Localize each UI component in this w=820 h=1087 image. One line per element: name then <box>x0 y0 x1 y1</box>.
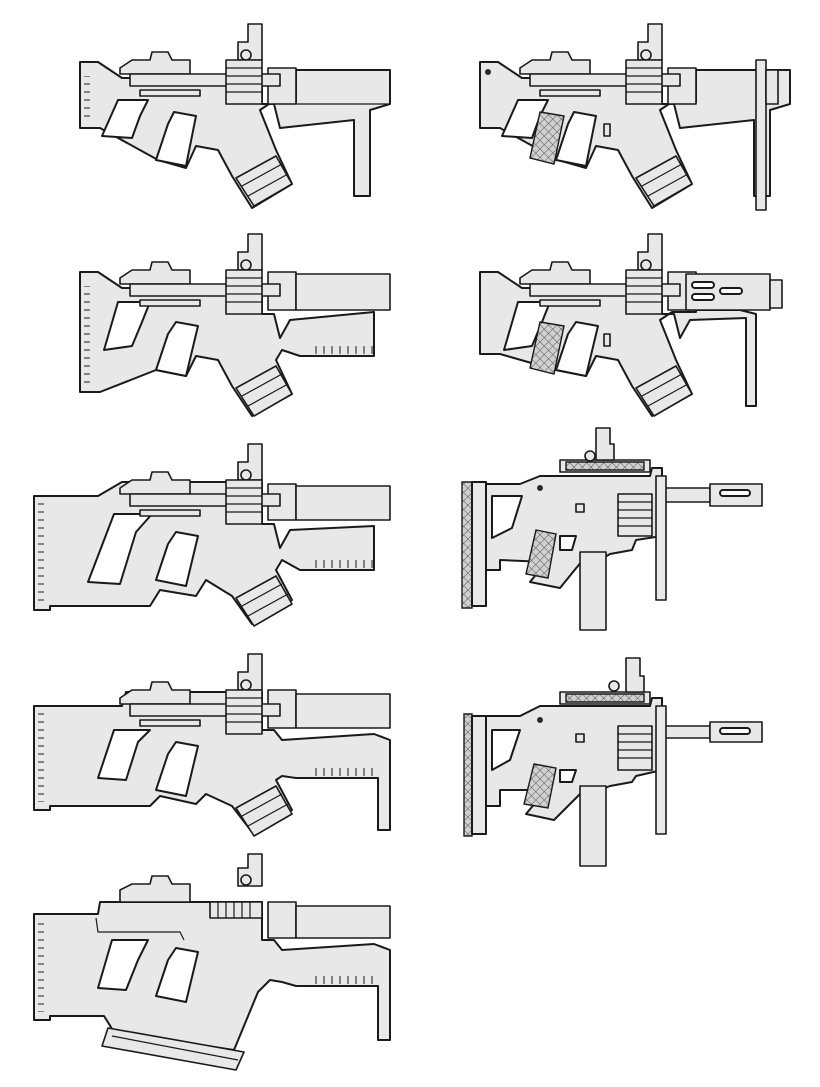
variant-6 <box>461 427 763 631</box>
variant-5 <box>33 443 391 627</box>
variant-4 <box>479 233 783 417</box>
variant-3 <box>79 233 391 417</box>
variant-8 <box>463 657 763 867</box>
variant-1 <box>79 23 391 209</box>
variant-7 <box>33 653 391 837</box>
variant-2 <box>479 23 791 211</box>
variant-9 <box>33 853 391 1071</box>
